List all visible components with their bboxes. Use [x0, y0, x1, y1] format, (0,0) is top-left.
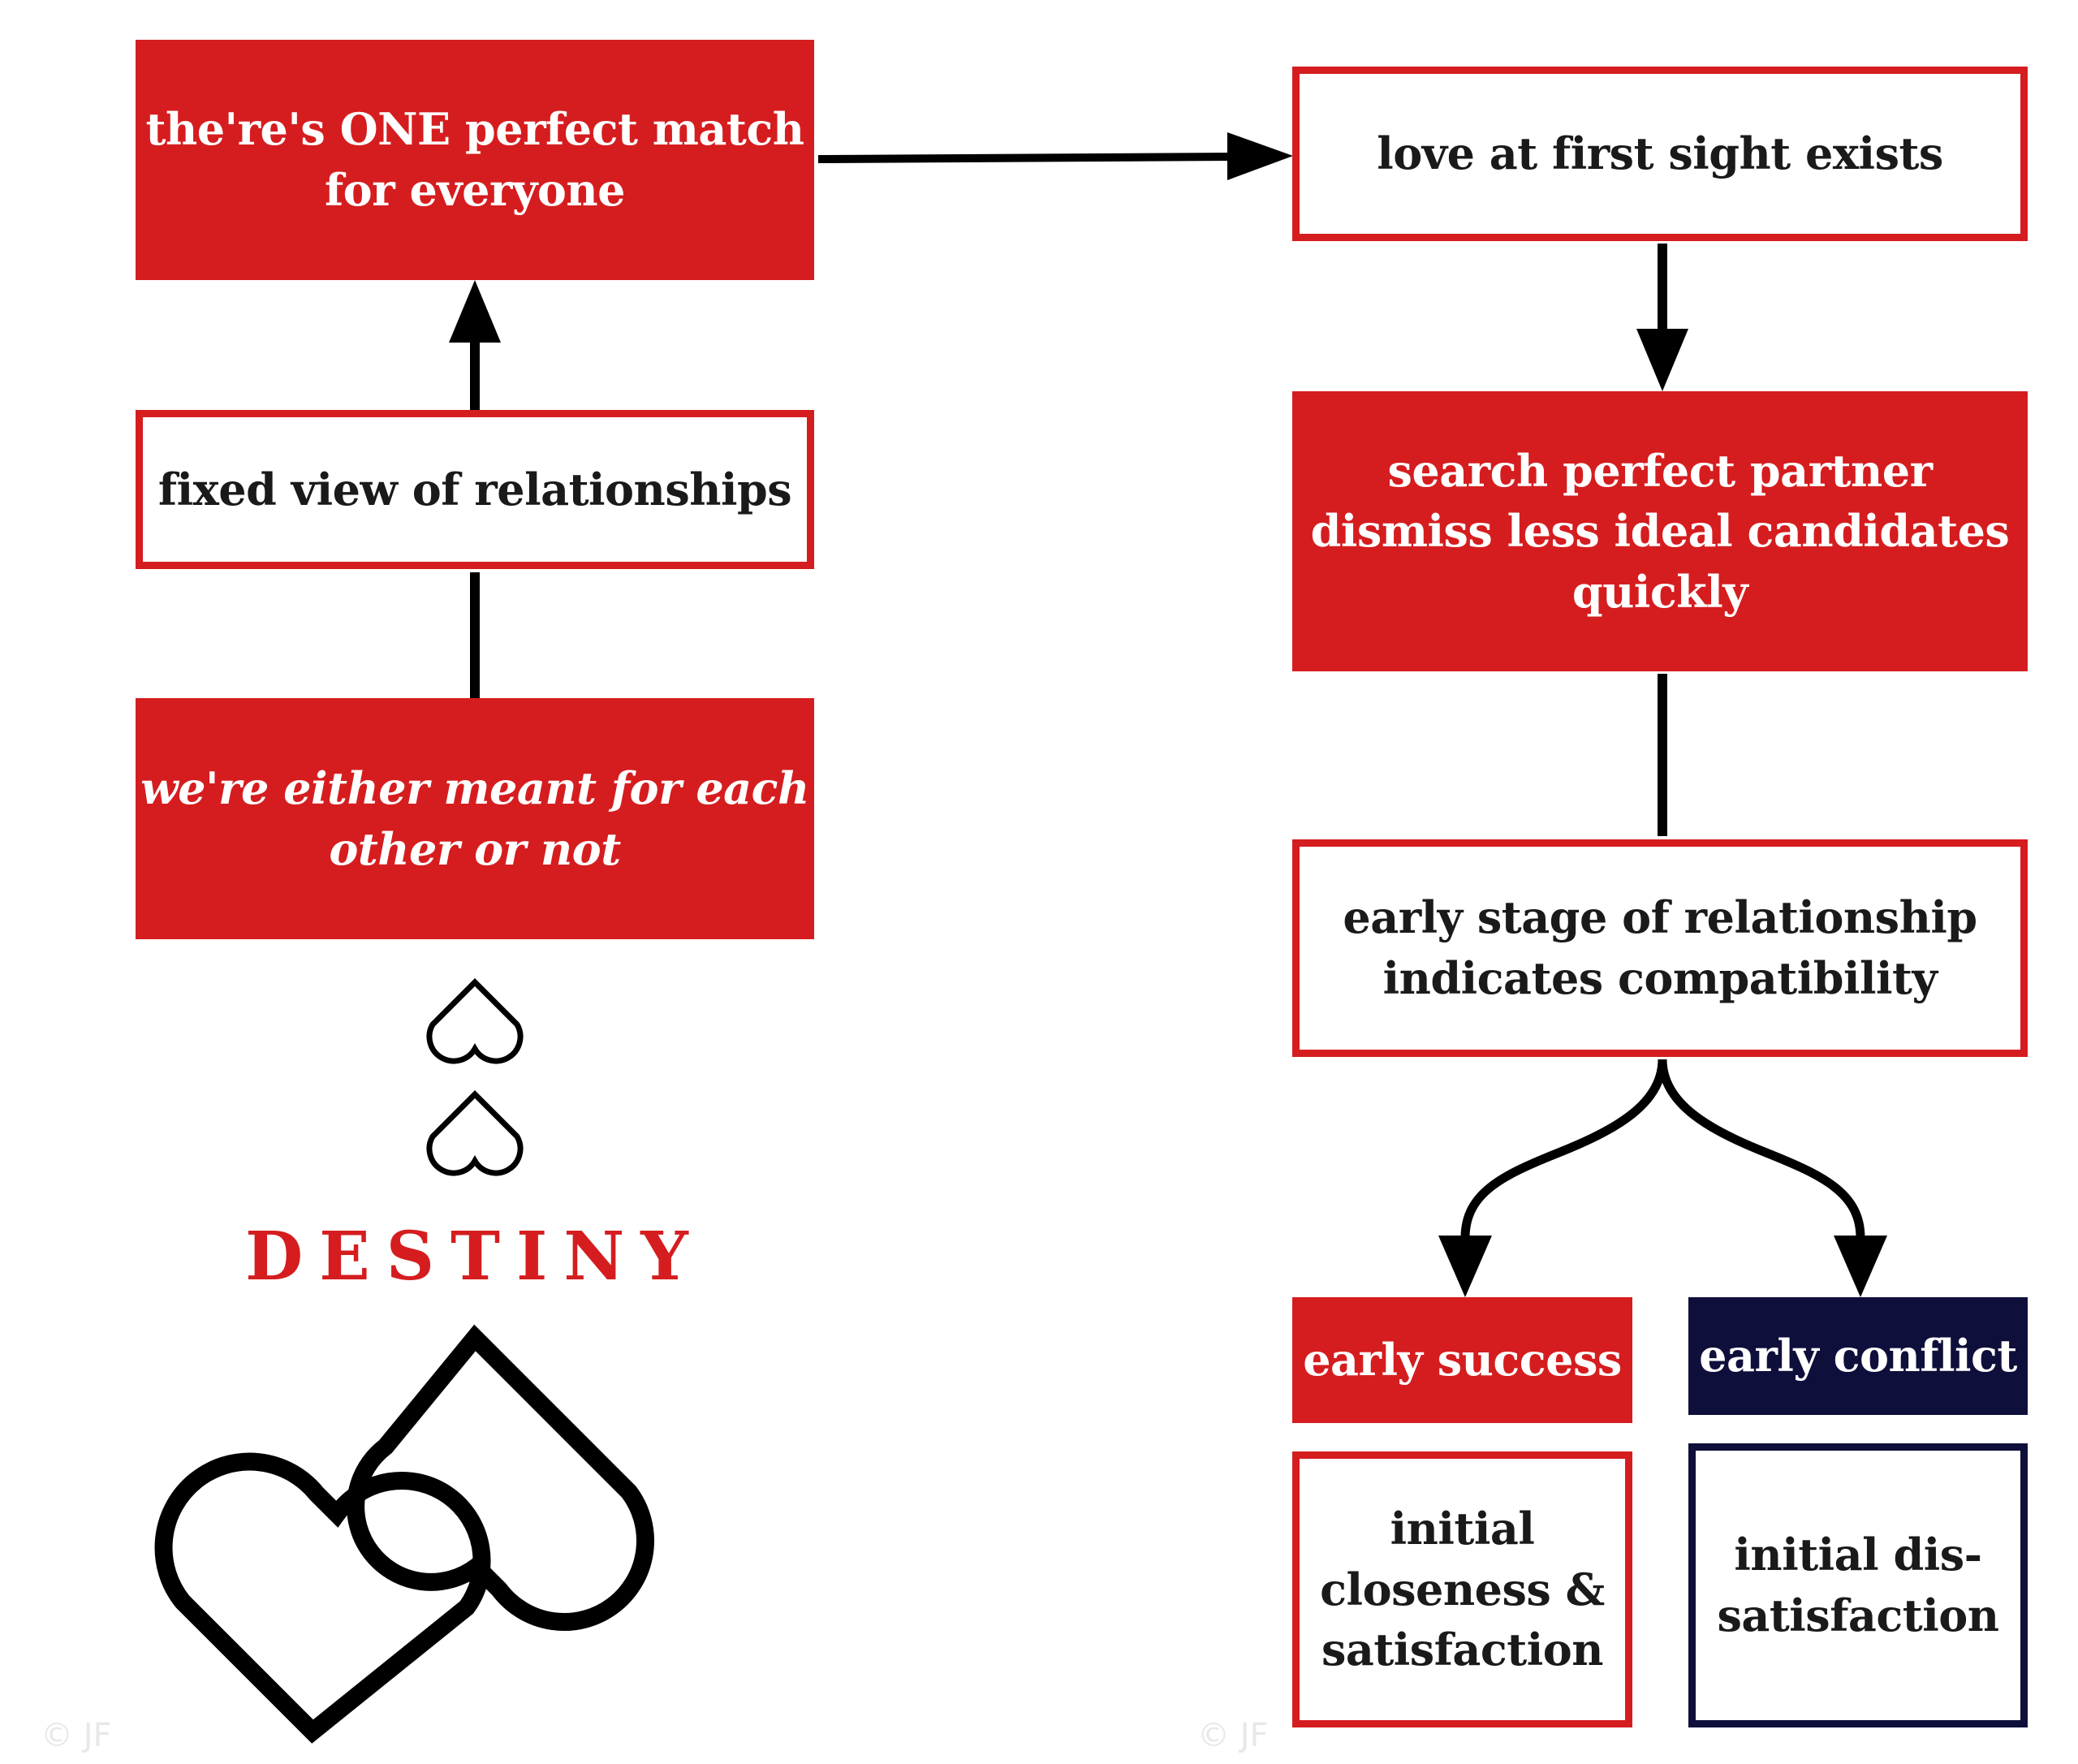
search-perfect-partner-box: search perfect partner dismiss less ideal…: [1292, 391, 2028, 671]
arrowhead-conflict: [1834, 1236, 1887, 1297]
early-stage-box: early stage of relationship indicates com…: [1292, 839, 2028, 1057]
watermark-center: © JF: [1197, 1717, 1269, 1754]
one-match-line-1: the're's ONE perfect match: [145, 103, 804, 156]
early-success-box: early success: [1292, 1297, 1632, 1423]
arrowhead-success: [1438, 1236, 1492, 1297]
meant-for-line-2: other or not: [329, 822, 621, 875]
arrow-match-to-love: [817, 153, 1235, 163]
meant-for-each-other-box: we're either meant for each other or not: [136, 698, 814, 939]
meant-for-line-1: we're either meant for each: [140, 761, 809, 814]
fixed-view-box: fixed view of relationships: [136, 410, 814, 569]
search-line-3: quickly: [1571, 565, 1748, 618]
early-conflict-text: early conflict: [1699, 1330, 2017, 1382]
fixed-view-text: fixed view of relationships: [157, 463, 792, 515]
closeness-line-3: satisfaction: [1321, 1624, 1604, 1676]
love-first-sight-text: love at first sight exists: [1377, 127, 1943, 180]
initial-closeness-box: initial closeness & satisfaction: [1292, 1451, 1632, 1727]
arrowhead-up: [449, 280, 501, 343]
search-line-2: dismiss less ideal candidates: [1310, 505, 2010, 558]
small-heart-outline-icon: [426, 978, 524, 1064]
closeness-line-1: initial: [1390, 1503, 1535, 1555]
arrowhead-down: [1636, 329, 1688, 391]
initial-dissatisfaction-box: initial dis-satisfaction: [1688, 1443, 2028, 1727]
one-perfect-match-box: the're's ONE perfect match for everyone: [136, 40, 814, 280]
dissatisfaction-line-2: satisfaction: [1717, 1589, 1999, 1641]
arrowhead-right: [1227, 132, 1293, 180]
one-match-line-2: for everyone: [324, 164, 626, 216]
small-heart-outline-icon: [426, 1090, 524, 1176]
early-conflict-box: early conflict: [1688, 1297, 2028, 1415]
arrow-stage-to-conflict: [1658, 1059, 1865, 1239]
watermark-left: © JF: [41, 1717, 112, 1754]
search-line-1: search perfect partner: [1387, 444, 1933, 497]
arrow-stage-to-success: [1460, 1059, 1667, 1239]
destiny-label: DESTINY: [245, 1218, 705, 1296]
dissatisfaction-line-1: initial dis-: [1734, 1529, 1982, 1581]
love-at-first-sight-box: love at first sight exists: [1292, 67, 2028, 241]
early-success-text: early success: [1303, 1334, 1622, 1387]
early-stage-line-1: early stage of relationship: [1343, 891, 1977, 944]
closeness-line-2: closeness &: [1320, 1563, 1605, 1615]
early-stage-line-2: indicates compatibility: [1382, 952, 1938, 1004]
interlocked-hearts-icon: [154, 1324, 654, 1744]
